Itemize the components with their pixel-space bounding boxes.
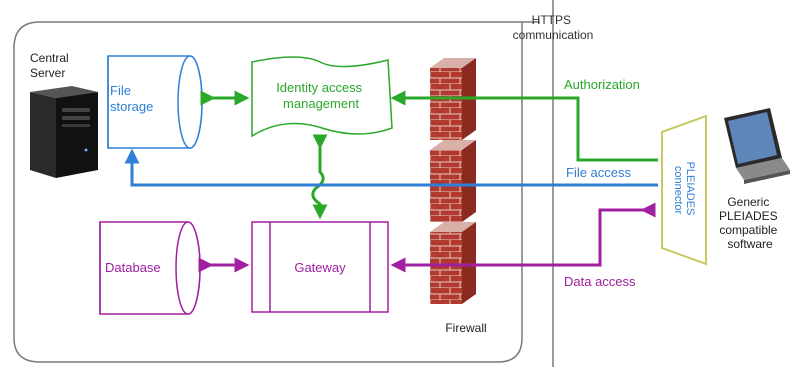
central-server-label: Central Server [30, 51, 72, 80]
file-access-flow [124, 148, 658, 187]
connector-label: PLEIADES connector [672, 162, 696, 219]
server-tower-icon [30, 86, 98, 178]
file-access-label: File access [566, 165, 632, 180]
authorization-label: Authorization [564, 77, 640, 92]
file-storage-label: File storage [110, 83, 153, 114]
gateway-box: Gateway [251, 221, 389, 313]
identity-label: Identity access management [276, 80, 366, 111]
firewall-icon [430, 222, 476, 304]
laptop-icon [724, 108, 790, 184]
database-label: Database [105, 260, 161, 275]
pleiades-connector: PLEIADES connector [661, 114, 707, 266]
data-access-flow [198, 202, 656, 273]
central-server-frame [13, 21, 540, 363]
firewall-label: Firewall [445, 321, 486, 335]
https-label: HTTPS communication [513, 13, 594, 42]
firewall-icon [430, 140, 476, 222]
file-storage-cylinder: File storage [107, 55, 203, 149]
data-access-label: Data access [564, 274, 636, 289]
client-label: Generic PLEIADES compatible software [719, 195, 781, 251]
authorization-flow [200, 90, 658, 220]
gateway-label: Gateway [294, 260, 346, 275]
identity-access-management-box: Identity access management [251, 56, 393, 138]
database-cylinder: Database [99, 221, 201, 315]
